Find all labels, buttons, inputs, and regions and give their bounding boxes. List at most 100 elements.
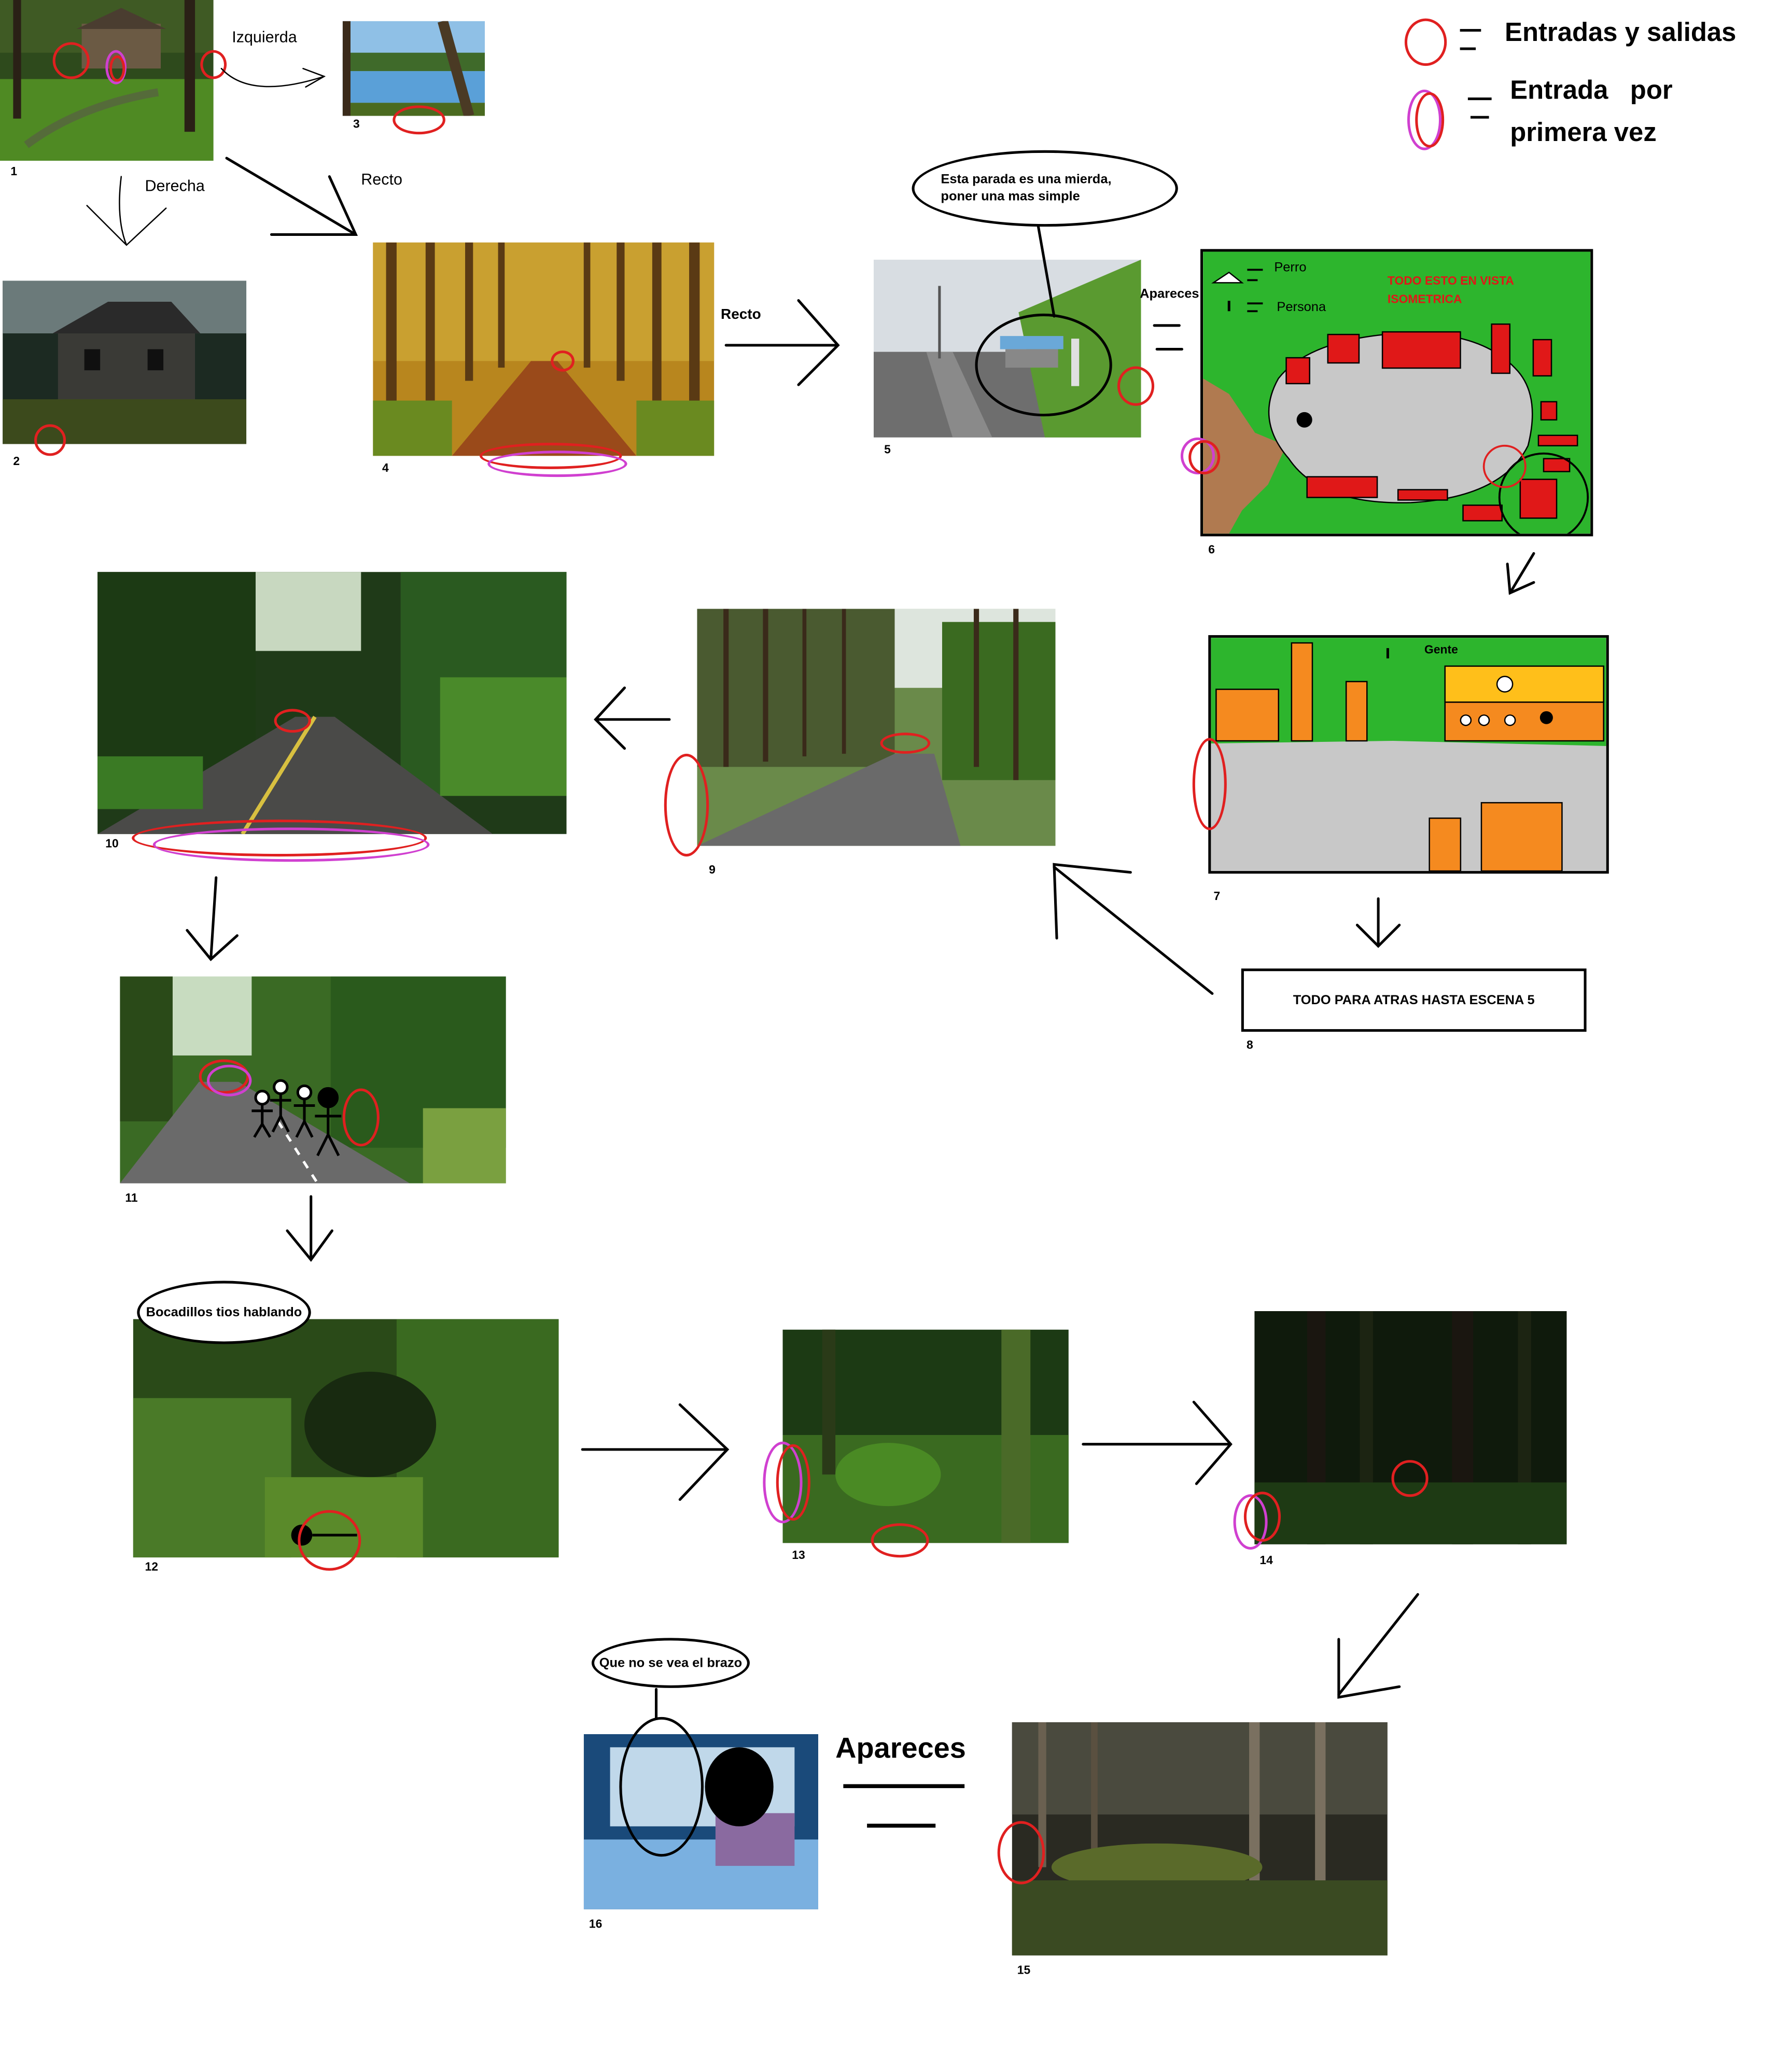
scene-2-number: 2 [13,454,20,468]
scene-8-note-box: TODO PARA ATRAS HASTA ESCENA 5 [1241,968,1587,1032]
scene-8-note-text: TODO PARA ATRAS HASTA ESCENA 5 [1293,993,1535,1008]
pine-road-picture [697,609,1056,846]
scene-5-number: 5 [884,443,891,456]
bus-stop-comment-text: Esta parada es una mierda, poner una mas… [941,172,1112,204]
entry-ring[interactable] [664,753,709,857]
scene-16-number: 16 [589,1917,603,1931]
scene-3-image [342,21,485,116]
dark-forest-picture [1254,1311,1567,1544]
bus-stop-comment-bubble: Esta parada es una mierda, poner una mas… [912,150,1178,227]
map6-legend-persona: Persona [1277,300,1326,315]
scene-16-image [583,1734,819,1909]
exit-ring[interactable] [1117,366,1155,406]
arrow-6-to-7 [1508,552,1535,595]
arm-comment-bubble: Que no se vea el brazo [591,1638,750,1688]
exit-ring[interactable] [1391,1460,1429,1497]
scene-7-map: Gente [1208,635,1609,874]
first-entry-ring[interactable] [487,451,627,477]
exit-ring[interactable] [200,50,227,79]
road-people-picture [120,976,506,1184]
entry-ring[interactable] [34,424,66,456]
scene-6-map: Perro Persona TODO ESTO EN VISTA ISOMETR… [1200,249,1593,537]
scene-7-number: 7 [1213,889,1221,903]
scene-1-number: 1 [10,164,18,178]
scene-15-number: 15 [1017,1963,1031,1977]
scene-14-image [1254,1311,1567,1544]
exit-ring[interactable] [551,350,575,372]
legend-red-ring [1404,18,1447,66]
legend-entries-exits: Entradas y salidas [1505,18,1737,48]
arrow-14-to-15 [1337,1593,1419,1696]
bed-picture [583,1734,819,1909]
autumn-path-picture [373,242,715,456]
scene-14-number: 14 [1259,1553,1273,1567]
scene-11-image [120,976,506,1184]
map7-legend-gente: Gente [1424,643,1458,656]
town-map-drawing [1211,638,1606,871]
scene-15-image [1012,1722,1388,1956]
scene-12-number: 12 [145,1560,158,1573]
scene-13-image [782,1329,1069,1543]
legend-dash-4 [1470,116,1489,119]
arrow-1-to-3 [220,67,325,88]
scene-9-number: 9 [709,863,716,877]
entry-ring[interactable] [109,55,125,82]
equals-dash-2 [867,1823,936,1828]
scene-6-number: 6 [1208,543,1215,556]
scene-2-image [3,280,247,444]
scene-4-image [373,242,715,456]
label-apareces-small: Apareces [1140,287,1199,302]
map6-legend-perro: Perro [1274,261,1307,276]
legend-dash-3 [1467,97,1492,101]
entry-ring[interactable] [776,1444,810,1521]
scene-10-image [97,572,567,834]
entry-ring[interactable] [1243,1492,1281,1542]
scene-4-number: 4 [382,461,389,475]
forest-road-picture [97,572,567,834]
label-recto-2: Recto [721,307,761,323]
entry-ring[interactable] [393,105,445,135]
exit-ring[interactable] [997,1821,1045,1885]
arrow-8-to-9 [1053,865,1214,995]
arrow-10-to-11 [209,876,218,961]
legend-first-entry-1: Entrada por [1510,76,1673,106]
talking-bubble: Bocadillos tios hablando [137,1281,311,1344]
exit-ring[interactable] [298,1510,361,1571]
exit-ring[interactable] [342,1088,380,1147]
bus-stop-highlight [975,313,1112,417]
exit-ring[interactable] [274,709,311,733]
legend-dash-2 [1460,47,1476,50]
first-entry-ring[interactable] [206,1064,252,1096]
scene-10-number: 10 [105,836,119,850]
equals-dash-1 [843,1784,965,1789]
map6-isometric-note: TODO ESTO EN VISTA ISOMETRICA [1387,274,1514,305]
arm-comment-text: Que no se vea el brazo [599,1655,743,1670]
scene-9-image [697,609,1056,846]
talking-bubble-text: Bocadillos tios hablando [146,1305,302,1320]
arm-highlight [619,1717,704,1857]
abandoned-house-picture [3,280,247,444]
arrow-1-to-4 [225,157,357,236]
scene-8-number: 8 [1246,1038,1253,1052]
label-derecha: Derecha [145,176,205,195]
entry-ring[interactable] [1188,440,1221,475]
exit-ring[interactable] [880,733,931,754]
isometric-map-drawing [1203,251,1591,534]
exit-ring[interactable] [52,42,90,79]
first-entry-ring[interactable] [152,827,430,862]
mossy-forest-picture [782,1329,1069,1543]
label-apareces-big: Apareces [835,1731,966,1765]
first-entry-ring[interactable] [105,50,127,85]
swamp-forest-picture [1012,1722,1388,1956]
legend-dash-1 [1460,29,1481,32]
exit-ring[interactable] [871,1523,929,1558]
forest-cabin-picture [0,0,214,161]
scene-1-image [0,0,214,161]
label-recto-1: Recto [361,170,402,189]
scene-13-number: 13 [792,1548,805,1562]
lake-picture [342,21,485,116]
legend-first-entry-2: primera vez [1510,118,1657,148]
exit-ring[interactable] [1192,738,1227,831]
label-izquierda: Izquierda [232,27,297,46]
